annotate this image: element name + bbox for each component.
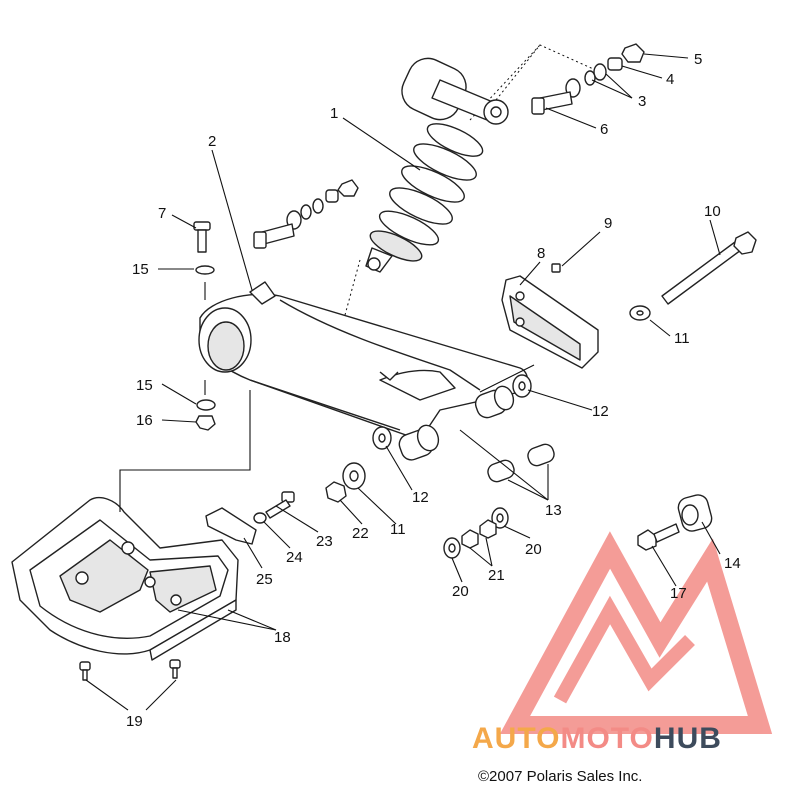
callout-12-left: 12: [412, 489, 429, 506]
watermark-brand-text: AUTOMOTOHUB: [472, 722, 722, 756]
callout-20-left: 20: [452, 583, 469, 600]
callout-25: 25: [256, 571, 273, 588]
callout-20-right: 20: [525, 541, 542, 558]
leader-lines: [85, 53, 721, 711]
callout-9: 9: [604, 215, 612, 232]
callout-19: 19: [126, 713, 143, 730]
callout-13: 13: [545, 502, 562, 519]
callout-4: 4: [666, 71, 674, 88]
callout-14: 14: [724, 555, 741, 572]
callout-23: 23: [316, 533, 333, 550]
callout-11-right: 11: [674, 330, 690, 347]
callout-7: 7: [158, 205, 166, 222]
watermark-auto: AUTO: [472, 722, 561, 755]
swing-arm-bushings: [372, 374, 532, 461]
lower-washers: [325, 462, 366, 503]
swing-arm: [198, 281, 529, 441]
shock-upper-hardware: [531, 43, 645, 115]
callout-3: 3: [638, 93, 646, 110]
shock-spring: [369, 123, 484, 262]
callout-21: 21: [488, 567, 505, 584]
callout-16: 16: [136, 412, 153, 429]
callout-15-upper: 15: [132, 261, 149, 278]
pivot-bolt-hardware: [193, 221, 216, 431]
watermark-hub: HUB: [653, 722, 722, 755]
watermark-logo-icon: [499, 531, 773, 734]
callout-8: 8: [537, 245, 545, 262]
callout-1: 1: [330, 105, 338, 122]
callout-10: 10: [704, 203, 721, 220]
callout-22: 22: [352, 525, 369, 542]
callout-12-right: 12: [592, 403, 609, 420]
skid-screws: [79, 659, 181, 681]
watermark-moto: MOTO: [560, 722, 654, 755]
callout-11-left: 11: [390, 521, 406, 538]
callout-labels: 1 2 3 4 5 6 7 8 9 10 11 11 12 12 13 14 1…: [126, 51, 741, 730]
shock-absorber: [365, 57, 509, 273]
axle-bolt: [629, 231, 757, 321]
callout-2: 2: [208, 133, 216, 150]
lower-nuts-washers: [443, 507, 509, 559]
spacers: [487, 443, 555, 483]
chain-guide: [501, 263, 599, 369]
shock-lower-hardware: [253, 179, 359, 249]
skid-plate: [11, 496, 239, 661]
callout-24: 24: [286, 549, 303, 566]
callout-15-lower: 15: [136, 377, 153, 394]
callout-6: 6: [600, 121, 608, 138]
skid-pad-hardware: [205, 491, 295, 545]
callout-5: 5: [694, 51, 702, 68]
roller-assembly: [637, 494, 713, 551]
callout-17: 17: [670, 585, 687, 602]
copyright-notice: ©2007 Polaris Sales Inc.: [478, 768, 643, 785]
callout-18: 18: [274, 629, 291, 646]
